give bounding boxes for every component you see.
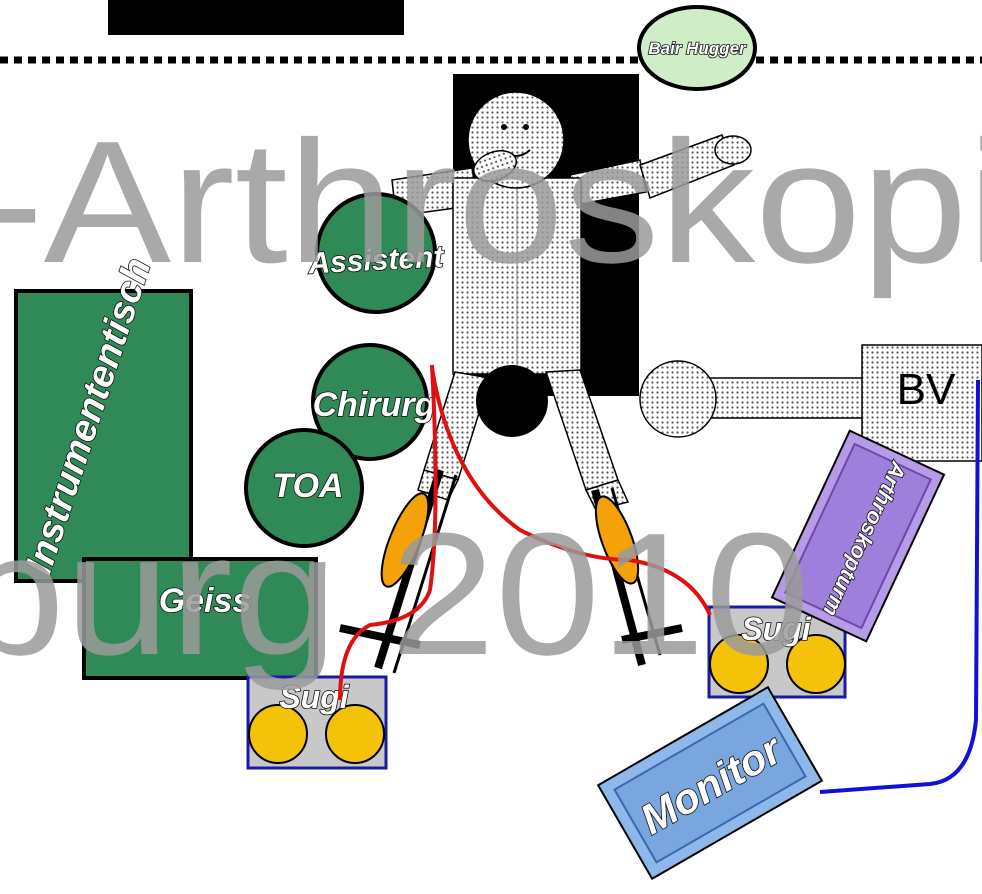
sugi-right: Sugi — [707, 605, 847, 699]
bair-hugger: Bair Hugger — [637, 5, 757, 91]
bv-emitter — [639, 360, 717, 438]
watermark-line-2: burg 2010 — [0, 496, 810, 691]
red-cable-left — [338, 364, 438, 701]
patient-right-hand — [714, 135, 752, 165]
blue-cable — [819, 379, 980, 794]
instrument-table: Instrumententisch — [14, 252, 193, 583]
chirurg-label: Chirurg — [313, 386, 436, 424]
bv-unit — [861, 344, 982, 462]
geiss-table: Geiss — [82, 557, 318, 680]
watermark-line-1: -Arthroskopi — [0, 104, 982, 299]
arthroscopy-tower: Arthroskopturm — [770, 429, 946, 643]
bv-label: BV — [897, 365, 956, 414]
assistent-label: Assistent — [307, 240, 447, 280]
sugi-left: Sugi — [246, 675, 388, 770]
bair-hugger-label: Bair Hugger — [648, 39, 747, 58]
leg-holders — [339, 468, 683, 674]
top-black-box — [108, 0, 404, 35]
monitor: Monitor — [596, 685, 824, 881]
assistent-circle: Assistent — [306, 192, 447, 314]
left-lower-leg — [380, 492, 430, 588]
patient-figure — [391, 91, 752, 511]
geiss-label: Geiss — [159, 582, 252, 620]
red-cable-right — [430, 367, 712, 616]
bv-c-arm: BV — [639, 344, 982, 462]
toa-label: TOA — [272, 467, 343, 505]
patient-groin — [476, 365, 548, 437]
patient-right-forearm — [639, 134, 735, 199]
patient-left-hand — [473, 150, 517, 182]
chirurg-circle: Chirurg — [311, 343, 436, 461]
bv-arm — [709, 377, 871, 419]
toa-circle: TOA — [244, 428, 364, 548]
sugi-right-label: Sugi — [741, 611, 811, 647]
